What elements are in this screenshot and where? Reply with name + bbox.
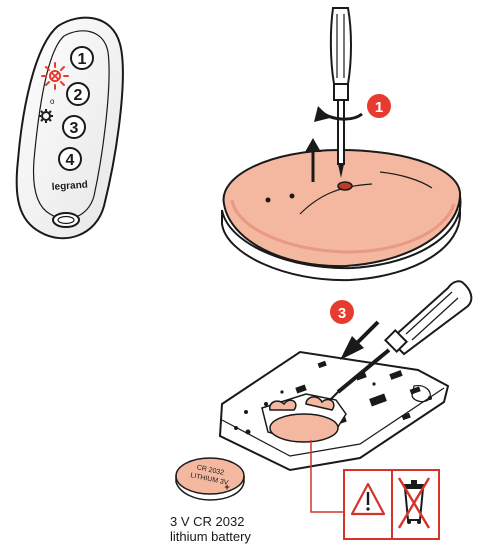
keyring-hole: [52, 212, 80, 228]
push-arrow-icon: [340, 320, 380, 360]
step-3-number: 3: [338, 305, 346, 322]
gear-icon: [39, 109, 53, 123]
battery-in-holder: [269, 413, 339, 443]
remote-button-2[interactable]: 2: [66, 82, 90, 106]
remote-button-3-label: 3: [70, 120, 79, 137]
remote-control: 1 2 3 4 o legrand: [15, 16, 124, 240]
rotate-arrow-icon: [314, 106, 363, 122]
crossed-out-bin-icon: [397, 477, 431, 529]
coin-battery-plus: +: [224, 482, 229, 492]
battery-caption-line1: 3 V CR 2032: [170, 514, 245, 529]
led-blink-icon: [41, 62, 69, 90]
remote-button-1-label: 1: [78, 51, 87, 68]
step-1-badge: 1: [367, 94, 391, 118]
led-indicator-mark: o: [50, 97, 55, 106]
step-3-badge: 3: [330, 300, 354, 324]
step3-illustration: 3: [218, 280, 473, 513]
screwdriver-pry-icon: [329, 280, 473, 401]
remote-button-4[interactable]: 4: [58, 147, 82, 171]
screwdriver-icon: [329, 7, 352, 178]
remote-button-3[interactable]: 3: [62, 115, 86, 139]
warning-triangle-icon: [350, 482, 386, 516]
board-components: [234, 360, 432, 435]
coin-battery: CR 2032 LITHIUM 3V +: [175, 457, 245, 501]
housing-cover: [222, 148, 462, 268]
lift-arrow-icon: [305, 138, 321, 182]
remote-button-2-label: 2: [74, 87, 83, 104]
battery-caption-line2: lithium battery: [170, 529, 251, 544]
step-1-number: 1: [375, 99, 383, 116]
step1-illustration: 1: [221, 7, 462, 282]
remote-button-1[interactable]: 1: [70, 46, 94, 70]
battery-caption: 3 V CR 2032 lithium battery: [170, 514, 251, 544]
recycling-warning-box: [343, 469, 440, 540]
remote-button-4-label: 4: [66, 152, 75, 169]
remote-brand-logo: legrand: [51, 179, 88, 192]
